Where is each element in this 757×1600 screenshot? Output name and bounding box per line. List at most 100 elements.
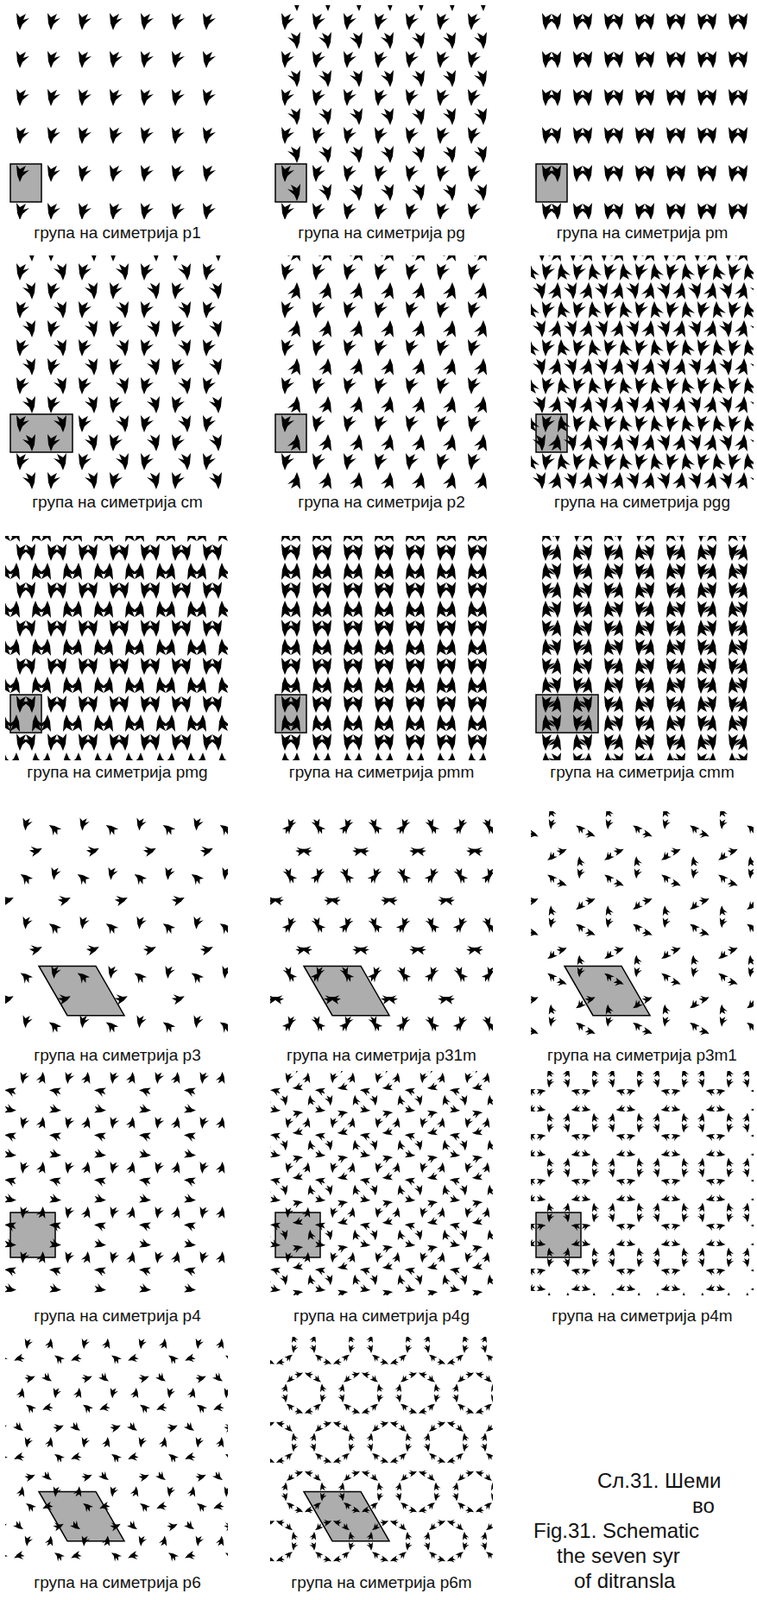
motif (369, 1095, 378, 1106)
motif (579, 733, 593, 751)
motif (318, 434, 332, 452)
motif (637, 1113, 644, 1123)
motif (687, 811, 701, 814)
motif (47, 358, 61, 376)
motif (734, 581, 748, 600)
motif (442, 733, 456, 751)
motif (436, 1072, 445, 1084)
motif (577, 868, 586, 879)
motif (346, 1072, 355, 1084)
motif (573, 922, 587, 935)
motif (750, 282, 754, 300)
motif (563, 434, 577, 452)
motif (635, 263, 649, 281)
motif (287, 69, 301, 88)
motif (656, 434, 670, 452)
motif (287, 107, 301, 126)
motif (742, 1168, 750, 1179)
wallpaper-pattern (530, 255, 754, 491)
motif (594, 434, 608, 452)
motif (744, 823, 754, 836)
motif (436, 12, 450, 31)
motif (368, 921, 383, 935)
motif (321, 892, 336, 906)
motif (146, 434, 160, 452)
motif (579, 657, 593, 675)
motif (473, 543, 487, 562)
motif (473, 434, 487, 452)
motif (380, 536, 394, 543)
motif (311, 823, 326, 837)
motif (20, 1161, 30, 1174)
motif (74, 971, 91, 986)
motif (592, 1071, 600, 1079)
motif (571, 1223, 581, 1231)
motif (681, 1248, 689, 1258)
motif (530, 829, 540, 842)
motif (548, 811, 557, 818)
motif (380, 562, 394, 581)
motif (424, 971, 439, 985)
motif (703, 562, 717, 581)
motif (287, 657, 301, 675)
motif (138, 1148, 152, 1159)
motif (337, 1200, 348, 1209)
motif (218, 536, 228, 543)
motif (573, 377, 587, 395)
motif (285, 1162, 294, 1174)
motif (78, 88, 92, 107)
motif (138, 1133, 152, 1143)
motif (292, 1217, 303, 1225)
motif (146, 543, 160, 562)
motif (742, 1113, 750, 1123)
motif (343, 377, 357, 395)
motif (407, 942, 422, 956)
motif (750, 1149, 755, 1157)
motif (637, 1078, 644, 1089)
motif (610, 88, 624, 107)
motif (343, 12, 357, 31)
motif (547, 1071, 555, 1079)
motif (626, 1194, 637, 1202)
motif (610, 50, 624, 69)
motif (171, 164, 185, 183)
motif (681, 339, 695, 357)
motif (411, 657, 425, 675)
motif (380, 733, 394, 751)
motif (380, 282, 394, 300)
motif (703, 396, 717, 414)
motif (610, 320, 624, 338)
motif (672, 126, 686, 145)
motif (610, 255, 624, 262)
motif (661, 1149, 671, 1157)
motif (449, 1284, 461, 1293)
motif (459, 1140, 467, 1151)
motif (208, 543, 222, 562)
motif (548, 819, 557, 830)
motif (573, 453, 587, 471)
motif (318, 282, 332, 300)
motif (625, 434, 639, 452)
motif (473, 676, 487, 694)
motif (369, 1274, 378, 1286)
motif (380, 255, 394, 262)
motif (530, 1223, 537, 1231)
motif (404, 1223, 416, 1231)
motif (94, 1148, 107, 1159)
motif (162, 562, 176, 581)
motif (287, 543, 301, 562)
motif (109, 88, 123, 107)
motif (637, 1071, 644, 1079)
motif (728, 377, 742, 395)
motif (84, 842, 101, 858)
motif (681, 1113, 689, 1123)
motif (687, 899, 701, 912)
motif (616, 1194, 626, 1202)
motif (742, 1158, 750, 1168)
motif (16, 126, 30, 145)
motif (581, 1149, 592, 1157)
motif (697, 377, 711, 395)
motif (315, 1149, 326, 1158)
motif (339, 1021, 354, 1035)
motif (681, 1123, 689, 1134)
